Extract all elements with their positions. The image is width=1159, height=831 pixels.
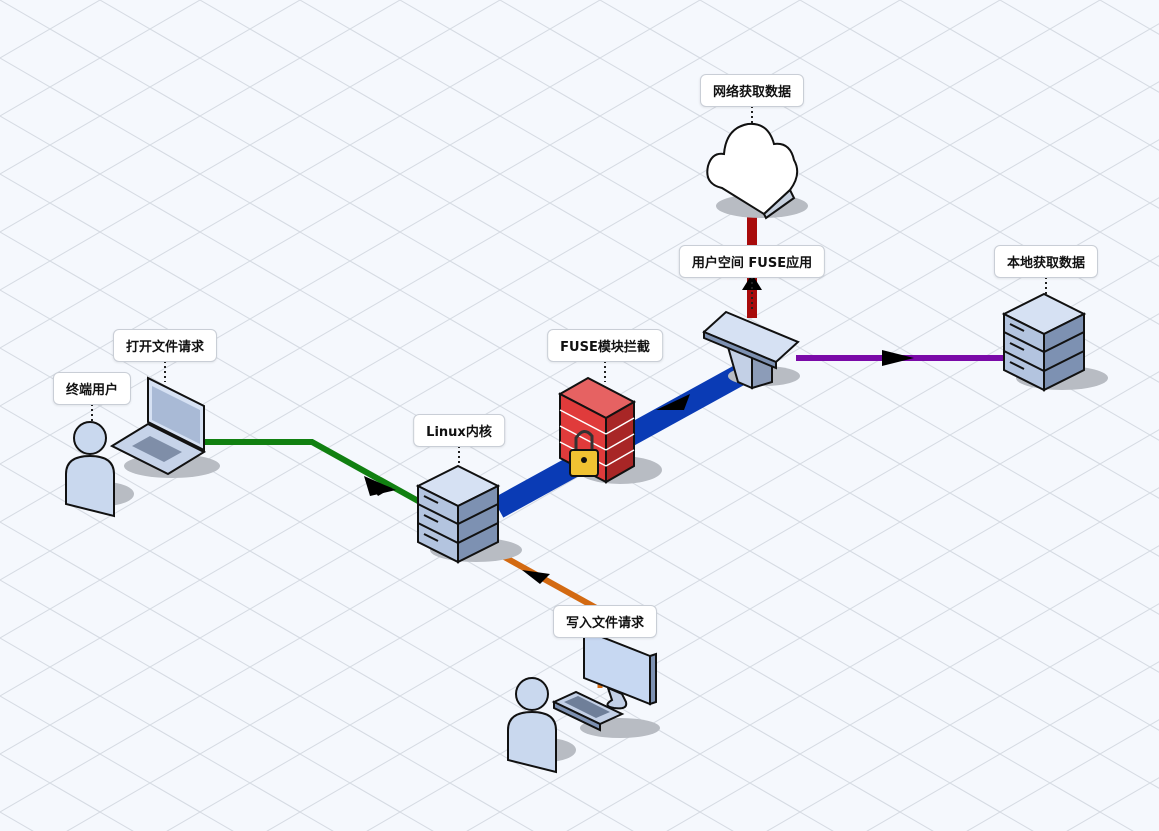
laptop-icon: [109, 376, 220, 478]
userspace-fuse-app-label: 用户空间 FUSE应用: [678, 245, 826, 278]
cloud-icon: [706, 122, 808, 220]
linux-kernel-label: Linux内核: [413, 414, 505, 447]
person-icon: [65, 421, 134, 518]
write-file-request-label: 写入文件请求: [552, 605, 658, 638]
local-server-icon: [1001, 292, 1108, 392]
monitor-icon: [551, 628, 660, 738]
kernel-to-fuse-arrow: [656, 394, 690, 410]
fuse-app-to-local-arrow: [882, 350, 914, 366]
open-request-link: [200, 439, 422, 505]
open-request-arrow-shape: [364, 476, 396, 496]
write-person-icon: [507, 677, 576, 774]
network-data-label: 网络获取数据: [699, 74, 805, 107]
terminal-user-label: 终端用户: [52, 372, 132, 405]
server-icon: [415, 464, 522, 564]
open-file-request-label: 打开文件请求: [112, 329, 218, 362]
fuse-intercept-label: FUSE模块拦截: [547, 329, 663, 362]
write-request-arrow: [522, 570, 550, 584]
flat-node-icon: [702, 310, 800, 390]
firewall-lock-icon: [557, 376, 662, 484]
local-data-label: 本地获取数据: [993, 245, 1099, 278]
